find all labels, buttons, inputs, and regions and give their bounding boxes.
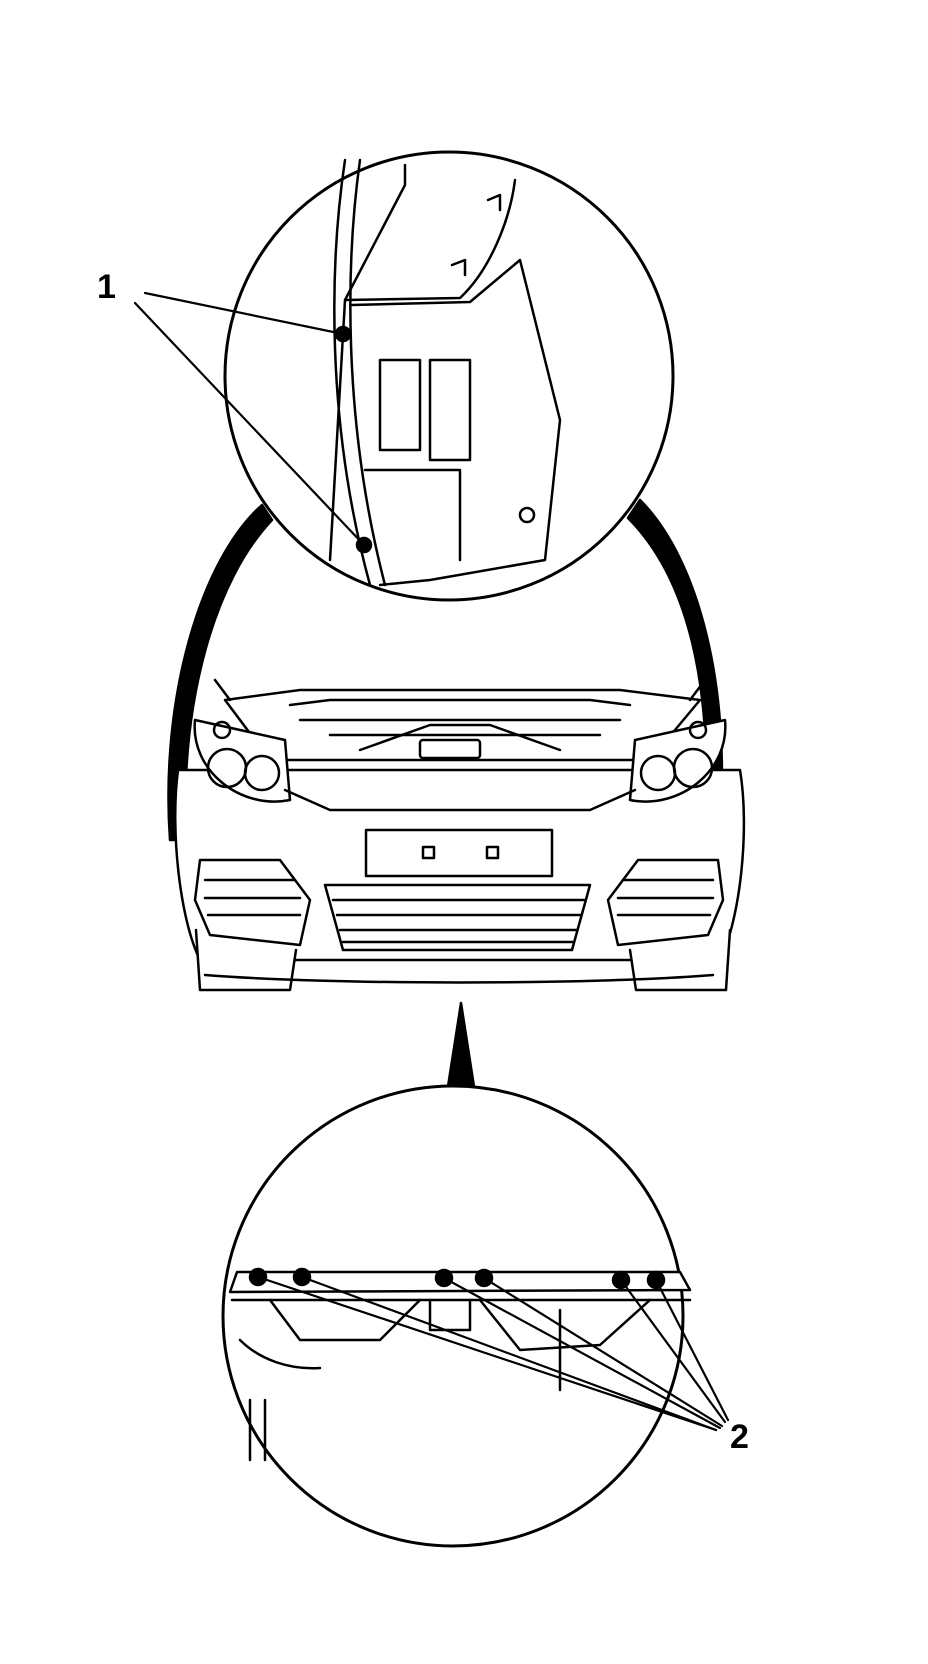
vehicle-front-view (174, 678, 746, 992)
detail-pointer-arrow (445, 1001, 477, 1095)
wheel-liner-detail (223, 150, 675, 602)
callout-label-2: 2 (730, 1418, 749, 1456)
under-shield-detail (221, 1084, 692, 1548)
callout-label-1: 1 (97, 268, 116, 306)
callout-1-leaders (133, 291, 366, 547)
callout-2-leaders (256, 1275, 730, 1432)
